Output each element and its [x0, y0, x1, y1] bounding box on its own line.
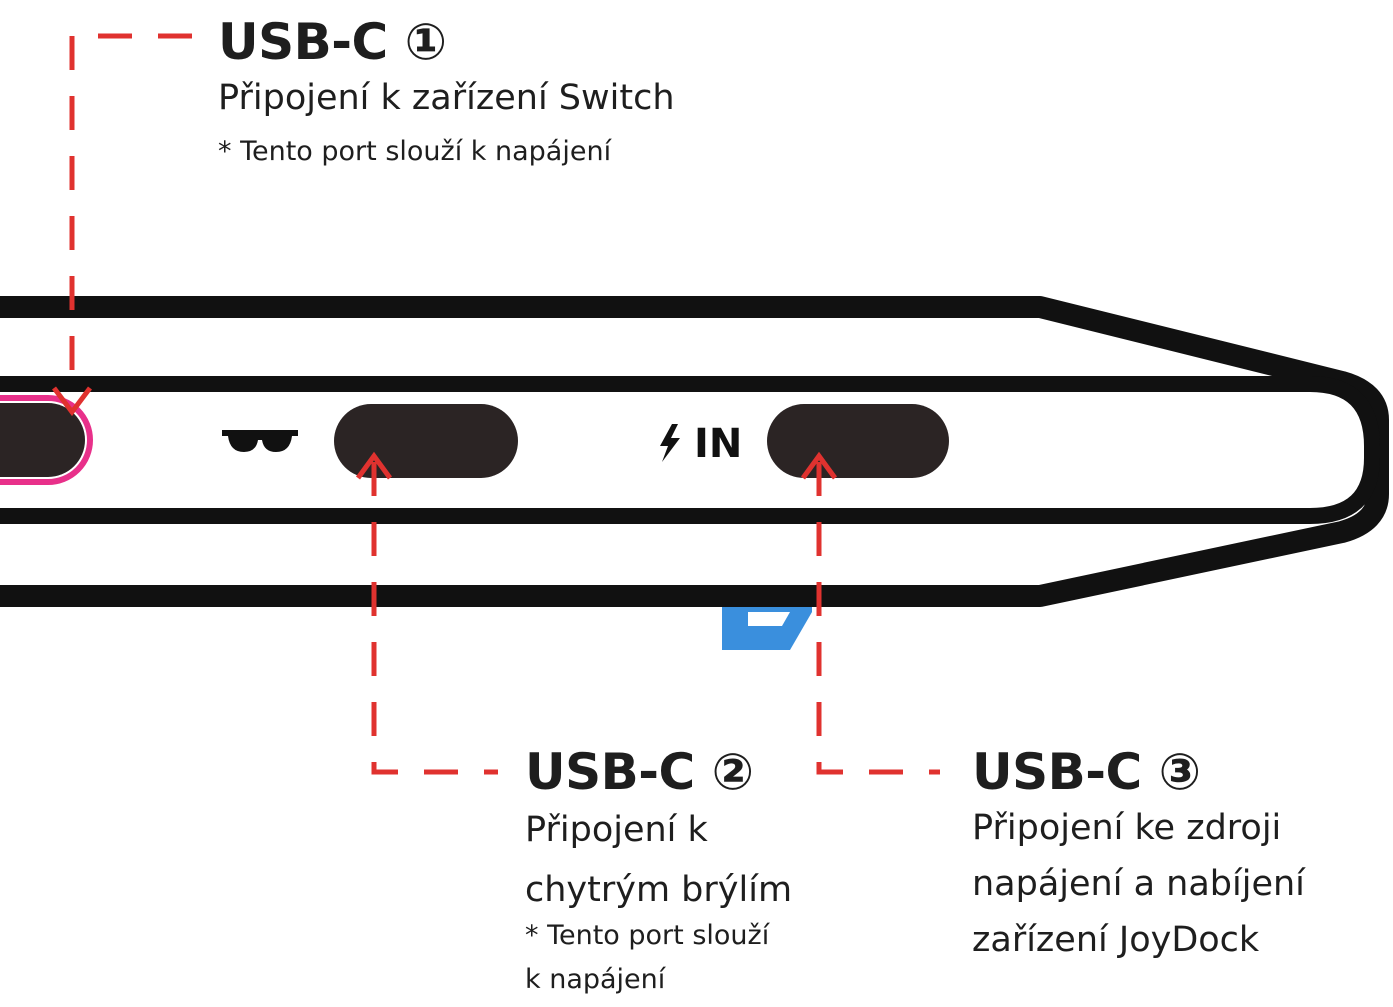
port-description-line: chytrým brýlím [525, 870, 793, 910]
lightning-bolt-icon [660, 424, 680, 462]
leader-line-2 [355, 451, 498, 775]
port-description-2: Připojení k chytrým brýlím [525, 800, 792, 920]
port-label-2: USB-C ② Připojení k chytrým brýlím * Ten… [525, 744, 792, 1002]
device-port-face [0, 376, 1380, 524]
port-note-1: * Tento port slouží k napájení [218, 130, 675, 174]
power-in-label: IN [694, 421, 742, 467]
usb-c-port-2 [334, 404, 518, 478]
port-description-line: Připojení k [525, 810, 708, 850]
sunglasses-icon [222, 430, 298, 452]
usb-c-port-1-ring [0, 395, 93, 485]
usb-c-port-3 [767, 404, 949, 478]
blue-tab-notch [748, 612, 790, 626]
leader-line-3 [800, 451, 940, 775]
port-description-1: Připojení k zařízení Switch [218, 74, 675, 122]
usb-c-port-1 [0, 403, 85, 477]
port-note-line: * Tento port slouží [525, 920, 770, 951]
port-label-3: USB-C ③ Připojení ke zdroji napájení a n… [972, 744, 1305, 968]
port-label-1: USB-C ① Připojení k zařízení Switch * Te… [218, 14, 675, 174]
port-title-1: USB-C ① [218, 13, 447, 71]
port-description-line: napájení a nabíjení [972, 864, 1305, 904]
port-title-3: USB-C ③ [972, 743, 1201, 801]
port-description-3: Připojení ke zdroji napájení a nabíjení … [972, 800, 1305, 968]
port-note-line: * Tento port slouží k napájení [218, 136, 612, 167]
port-description-line: zařízení JoyDock [972, 920, 1260, 960]
port-note-2: * Tento port slouží k napájení [525, 914, 792, 1002]
leader-line-1 [52, 33, 192, 417]
port-title-2: USB-C ② [525, 743, 754, 801]
port-description-line: Připojení ke zdroji [972, 808, 1282, 848]
port-note-line: k napájení [525, 964, 666, 995]
port-description-line: Připojení k zařízení Switch [218, 78, 675, 118]
device-outer-outline [0, 296, 1389, 607]
